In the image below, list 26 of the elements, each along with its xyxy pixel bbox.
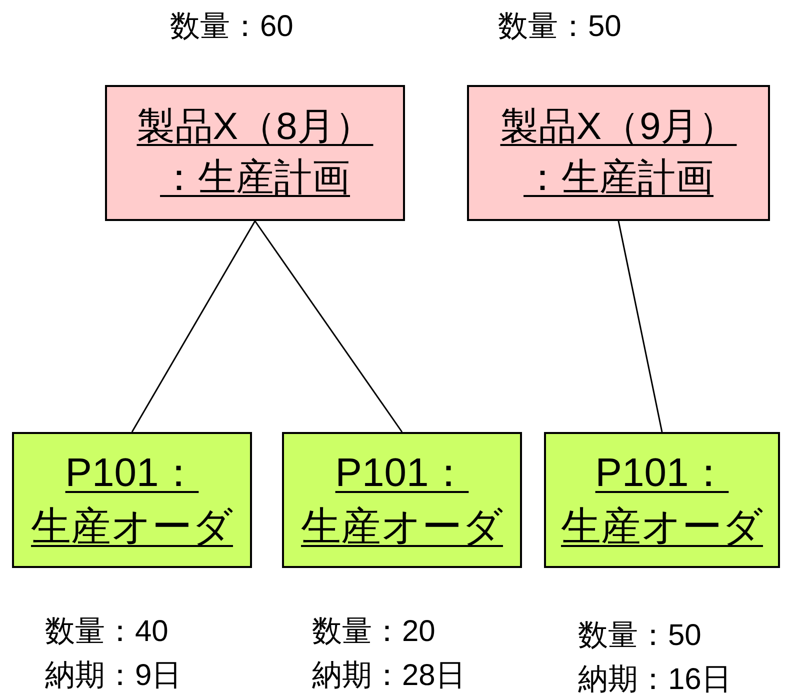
object-name: 製品X（9月） (500, 104, 737, 150)
object-name: ：生産計画 (160, 156, 350, 201)
attribute-text: 納期：28日 (312, 658, 466, 694)
connector-line (131, 220, 256, 432)
attribute-text: 数量：50 (498, 9, 622, 45)
object-name: 生産オーダ (561, 504, 763, 551)
order-box (12, 432, 252, 568)
connector-line (254, 220, 403, 432)
object-name: 製品X（8月） (136, 104, 374, 150)
plan-box (467, 85, 770, 221)
order-box (282, 432, 522, 568)
attribute-text: 数量：20 (312, 614, 436, 650)
object-name: P101： (595, 450, 729, 497)
attribute-text: 納期：16日 (578, 662, 732, 698)
attribute-text: 数量：60 (170, 9, 294, 45)
attribute-text: 数量：50 (578, 618, 702, 654)
object-name: P101： (335, 450, 469, 497)
connector-line (618, 220, 663, 432)
attribute-text: 数量：40 (45, 614, 168, 650)
order-box (544, 432, 780, 568)
attribute-text: 納期：9日 (45, 658, 182, 694)
object-name: 生産オーダ (31, 504, 233, 551)
object-name: ：生産計画 (524, 156, 714, 201)
object-name: 生産オーダ (301, 504, 503, 551)
plan-box (105, 85, 405, 221)
object-name: P101： (65, 450, 199, 497)
